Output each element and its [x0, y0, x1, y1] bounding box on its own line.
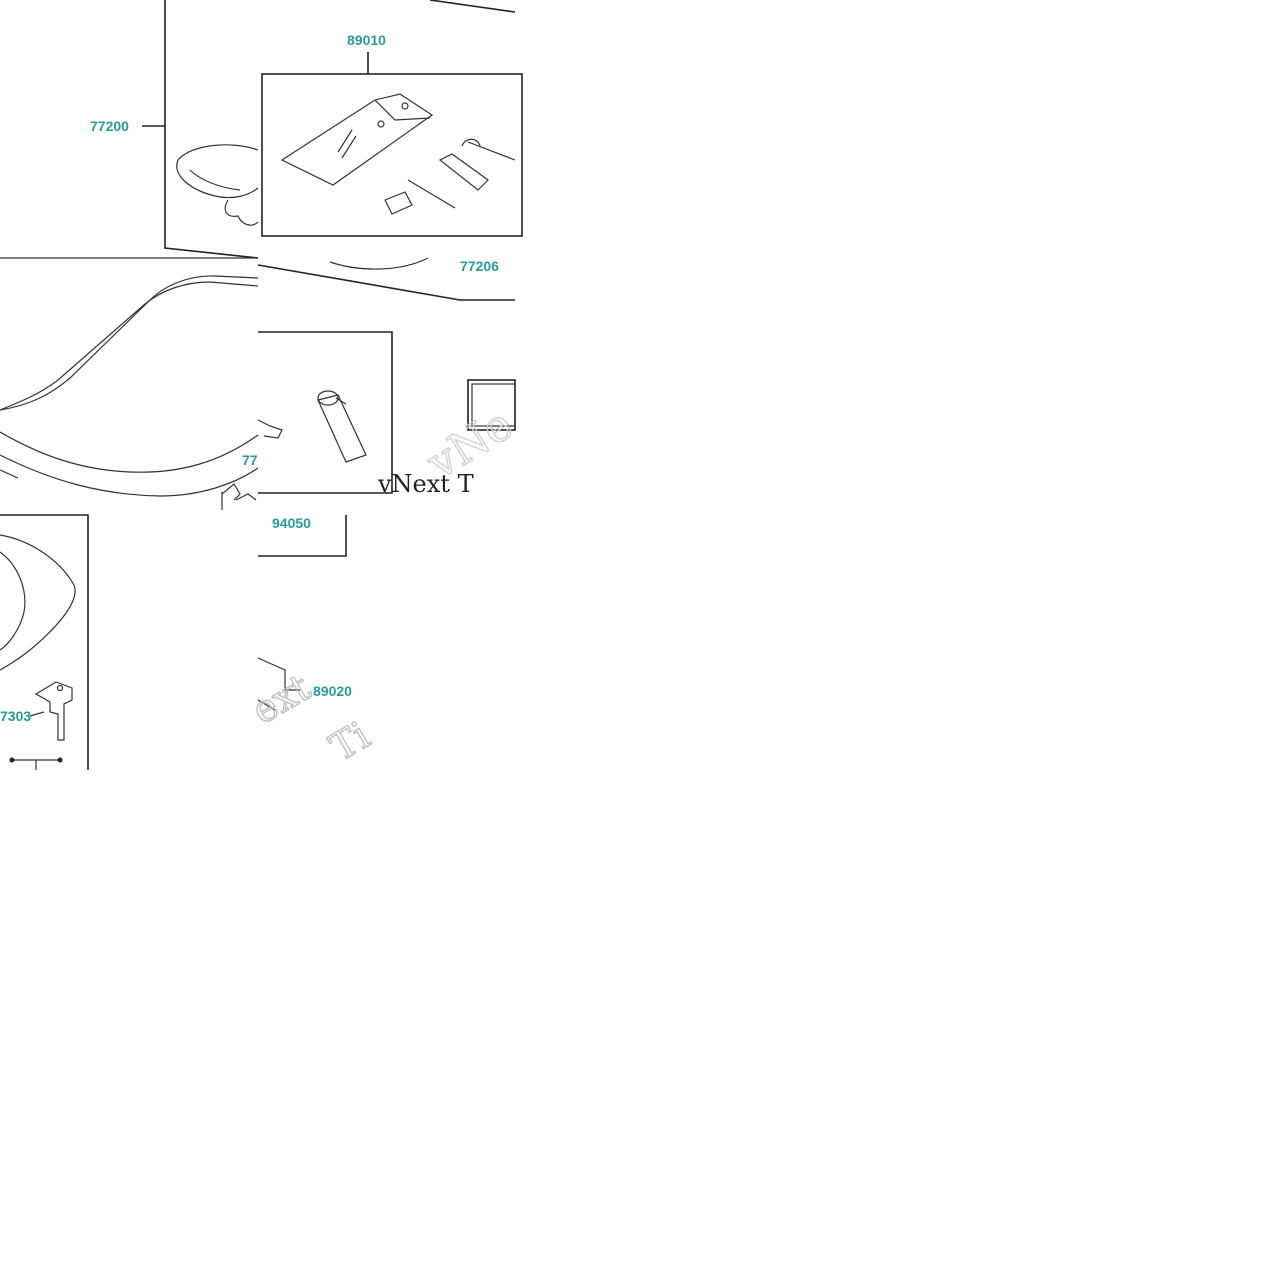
- tile-bottom-left: 7303: [0, 514, 89, 770]
- part-label-77-partial: 77: [242, 452, 258, 468]
- part-label-94050: 94050: [272, 515, 311, 531]
- watermark-outline-3: Ti: [323, 713, 377, 770]
- seat-strap-inner: [189, 169, 241, 191]
- tool-bracket-box: [258, 331, 393, 494]
- part-label-89010: 89010: [347, 32, 386, 48]
- screwdriver-handle-icon: [384, 191, 413, 215]
- seat-hook-sketch: [224, 199, 259, 226]
- rod-icon: [12, 759, 60, 770]
- latch-icon: [221, 483, 257, 510]
- part-label-77206: 77206: [460, 258, 499, 274]
- hinge-bracket-icon: [34, 681, 73, 741]
- watermark-outline-2: ext: [245, 665, 318, 733]
- seat-panel-outline: [0, 534, 76, 671]
- bracket-partial-icon: [257, 657, 300, 691]
- tile-middle-left: 77: [0, 257, 259, 510]
- tool-bag-icon: [280, 93, 434, 186]
- tile-top-left: 77200: [90, 0, 259, 259]
- screwdriver-icon: [407, 179, 456, 209]
- part-label-89020: 89020: [313, 683, 352, 699]
- open-wrench-icon: [467, 141, 516, 161]
- seat-bracket-line: [164, 0, 259, 259]
- tile-bottom-right: 94050 89020 ext Ti: [244, 515, 378, 770]
- seat-strap-outline: [176, 144, 259, 199]
- tile-top-right: 89010 77206: [257, 0, 523, 301]
- toolkit-box: [261, 73, 523, 237]
- wrench-partial-icon: [257, 419, 283, 439]
- watermark-text: vNext T: [377, 470, 474, 498]
- seat-outline-top: [0, 275, 259, 411]
- seat-top-edge: [429, 0, 516, 13]
- seat-lower-curve: [329, 257, 429, 270]
- leader-94050: [258, 515, 347, 557]
- seat-bottom-edge: [257, 264, 515, 301]
- socket-wrench-icon: [438, 153, 489, 191]
- seat-panel-box: [0, 514, 89, 770]
- part-label-77200: 77200: [90, 118, 129, 134]
- part-label-77303-partial: 7303: [0, 708, 31, 724]
- tile-middle-right: vNext T vNe: [257, 331, 522, 498]
- seat-outline-bottom: [0, 431, 259, 473]
- grip-cylinder-icon: [317, 394, 367, 463]
